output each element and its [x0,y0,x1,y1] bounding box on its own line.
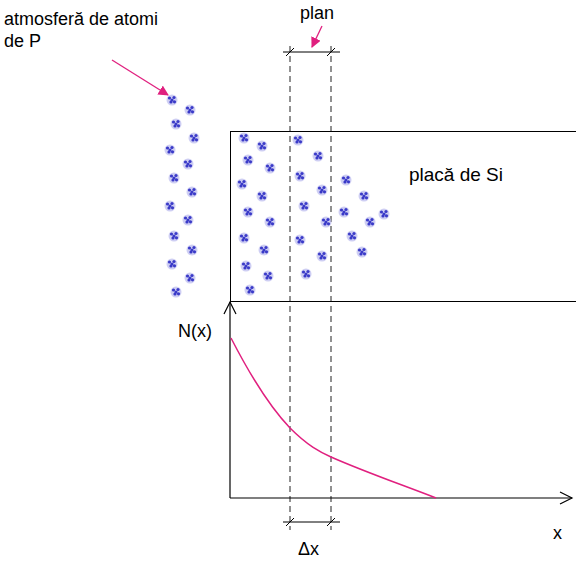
phosphorus-atom [339,207,350,218]
phosphorus-atom [189,133,200,144]
dimension-bracket [283,518,340,526]
phosphorus-atom [347,231,358,242]
phosphorus-atom [263,271,274,282]
phosphorus-atom [171,119,182,130]
atom-group [165,95,390,298]
phosphorus-atom [187,187,198,198]
phosphorus-atom [183,215,194,226]
phosphorus-atom [293,135,304,146]
phosphorus-atom [169,173,180,184]
phosphorus-atom [245,285,256,296]
phosphorus-atom [239,133,250,144]
phosphorus-atom [167,95,178,106]
phosphorus-atom [295,235,306,246]
phosphorus-atom [241,261,252,272]
phosphorus-atom [259,245,270,256]
phosphorus-atom [365,217,376,228]
phosphorus-atom [185,273,196,284]
phosphorus-atom [243,155,254,166]
phosphorus-atom [185,105,196,116]
phosphorus-atom [321,217,332,228]
phosphorus-atom [171,287,182,298]
phosphorus-atom [265,217,276,228]
phosphorus-atom [165,201,176,212]
phosphorus-atom [317,251,328,262]
phosphorus-atom [237,179,248,190]
phosphorus-atom [257,141,268,152]
pointer-arrow [312,26,322,47]
phosphorus-atom [165,145,176,156]
phosphorus-atom [317,185,328,196]
phosphorus-atom [187,245,198,256]
dimension-bracket [283,48,340,56]
phosphorus-atom [167,259,178,270]
phosphorus-atom [313,151,324,162]
dimension-label: Δx [298,538,319,560]
silicon-plate: placă de Si [230,131,576,302]
phosphorus-atom [169,231,180,242]
phosphorus-atom [295,171,306,182]
phosphorus-atom [243,207,254,218]
atmosphere-label: atmosferă de atomi de P [4,8,169,52]
phosphorus-atom [239,233,250,244]
phosphorus-atom [357,247,368,258]
plane-label: plan [300,2,334,24]
phosphorus-atom [301,269,312,280]
phosphorus-atom [341,175,352,186]
concentration-curve [231,338,436,498]
plate-label: placă de Si [409,164,503,186]
pointer-arrow [112,60,168,95]
plane-line [290,46,291,530]
phosphorus-atom [299,201,310,212]
phosphorus-atom [359,191,370,202]
phosphorus-atom [379,209,390,220]
axis-label: N(x) [178,320,212,342]
axis-label: x [553,522,562,544]
phosphorus-atom [265,163,276,174]
phosphorus-atom [257,191,268,202]
axes [224,302,572,504]
phosphorus-atom [183,159,194,170]
